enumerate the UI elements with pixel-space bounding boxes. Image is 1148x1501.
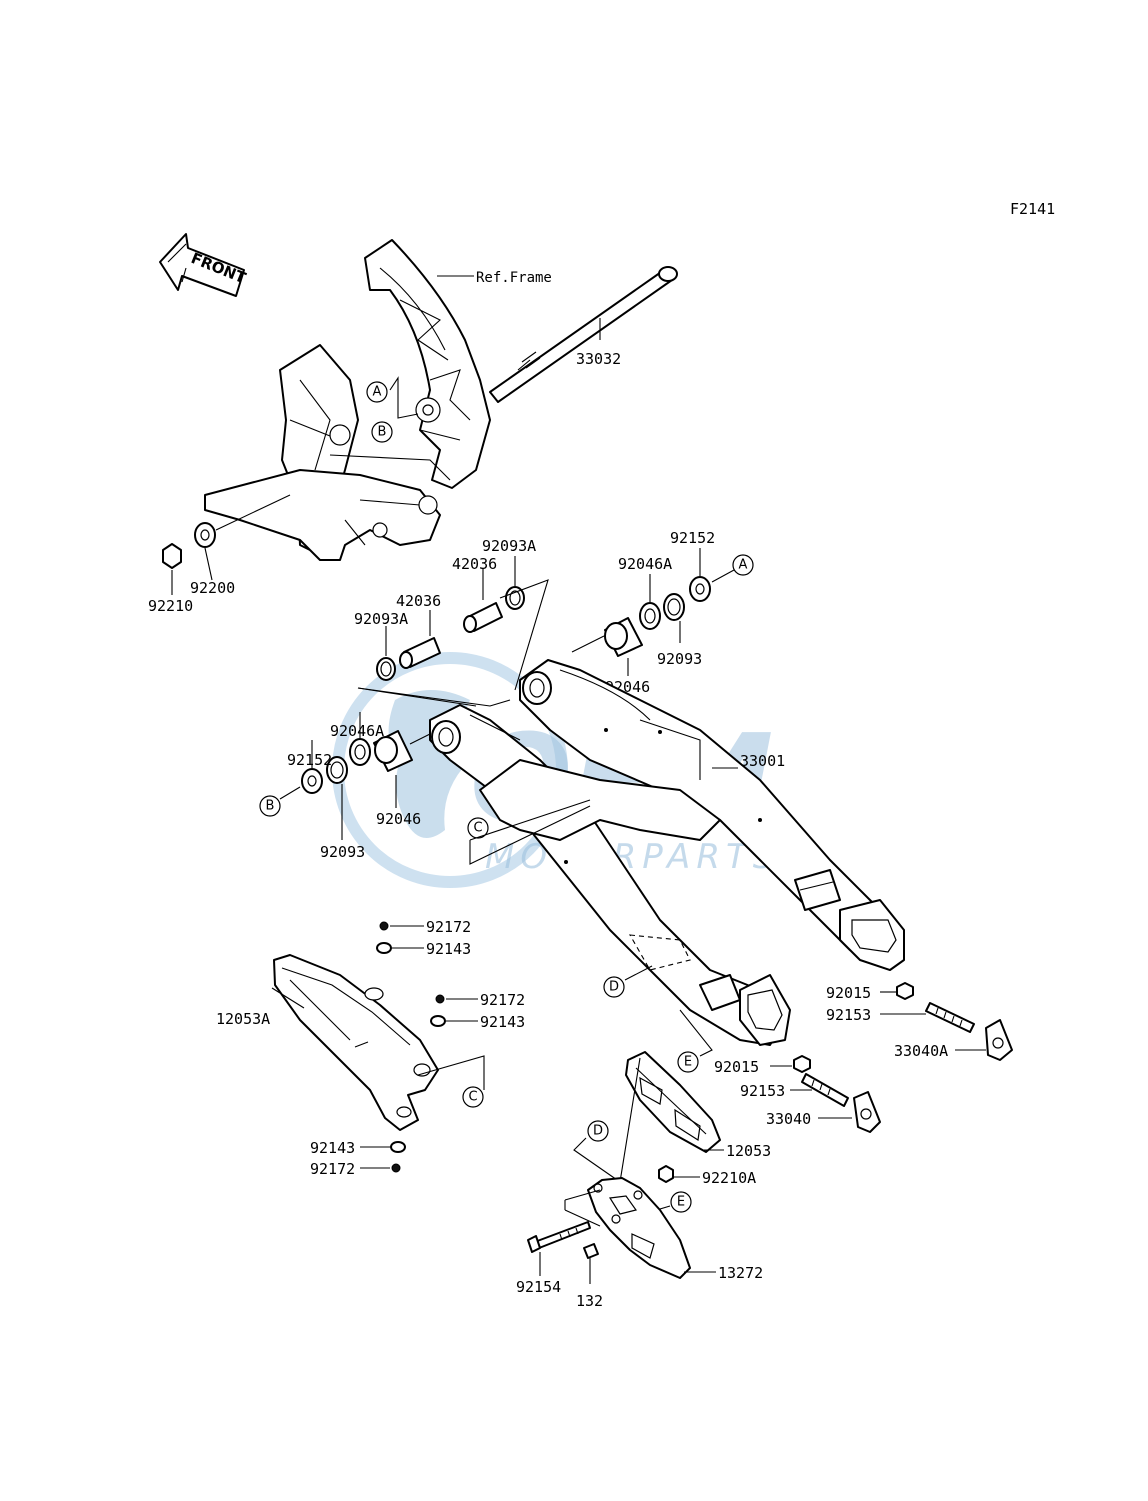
part-92172-b[interactable]: 92172 bbox=[480, 991, 525, 1009]
part-92152-a[interactable]: 92152 bbox=[670, 529, 715, 547]
part-92046-b[interactable]: 92046 bbox=[376, 810, 421, 828]
part-92172-c[interactable]: 92172 bbox=[310, 1160, 355, 1178]
part-92210A[interactable]: 92210A bbox=[702, 1169, 756, 1187]
part-33040[interactable]: 33040 bbox=[766, 1110, 811, 1128]
chain-slider-12053A[interactable] bbox=[273, 954, 439, 1131]
seal-92093A-b[interactable] bbox=[376, 657, 396, 681]
part-132[interactable]: 132 bbox=[576, 1292, 603, 1310]
part-12053A[interactable]: 12053A bbox=[216, 1010, 270, 1028]
washer-92152-b[interactable] bbox=[301, 768, 323, 794]
seal-92093-a[interactable] bbox=[663, 593, 685, 621]
part-13272[interactable]: 13272 bbox=[718, 1264, 763, 1282]
pivot-shaft[interactable] bbox=[489, 266, 678, 403]
part-92172-a[interactable]: 92172 bbox=[426, 918, 471, 936]
callout-A2: A bbox=[711, 554, 754, 583]
callout-C2: C bbox=[417, 1055, 485, 1108]
svg-text:D: D bbox=[609, 980, 619, 995]
part-92153-b[interactable]: 92153 bbox=[740, 1082, 785, 1100]
svg-text:E: E bbox=[684, 1055, 692, 1070]
part-92200[interactable]: 92200 bbox=[190, 579, 235, 597]
part-92093A-b[interactable]: 92093A bbox=[354, 610, 408, 628]
part-92046A-a[interactable]: 92046A bbox=[618, 555, 672, 573]
part-42036-b[interactable]: 42036 bbox=[396, 592, 441, 610]
swingarm[interactable] bbox=[429, 659, 905, 1046]
nut-92210A[interactable] bbox=[658, 1165, 674, 1183]
seal-92093-b[interactable] bbox=[326, 756, 348, 784]
chain-guide-12053[interactable] bbox=[625, 1051, 721, 1153]
part-42036-a[interactable]: 42036 bbox=[452, 555, 497, 573]
svg-text:B: B bbox=[378, 425, 387, 440]
part-92152-b[interactable]: 92152 bbox=[287, 751, 332, 769]
svg-text:B: B bbox=[266, 799, 275, 814]
callout-C1: C bbox=[467, 799, 591, 865]
diagram-id: F2141 bbox=[1010, 200, 1055, 218]
part-92046A-b[interactable]: 92046A bbox=[330, 722, 384, 740]
collar-42036-a[interactable] bbox=[463, 602, 503, 633]
screw-132[interactable] bbox=[583, 1243, 599, 1259]
seal-92046A-a[interactable] bbox=[639, 602, 661, 630]
bolt-92153-a[interactable] bbox=[925, 1002, 975, 1033]
part-92153-a[interactable]: 92153 bbox=[826, 1006, 871, 1024]
callout-B1: B bbox=[371, 421, 393, 443]
frame-reference bbox=[204, 239, 491, 561]
callout-A1: A bbox=[366, 376, 419, 419]
washer-92143-b[interactable] bbox=[430, 1015, 446, 1027]
nut-92015-b[interactable] bbox=[793, 1055, 811, 1073]
part-92015-b[interactable]: 92015 bbox=[714, 1058, 759, 1076]
screw-92172-b[interactable] bbox=[435, 994, 445, 1004]
screw-92172-a[interactable] bbox=[379, 921, 389, 931]
part-92143-a[interactable]: 92143 bbox=[426, 940, 471, 958]
part-92093-a[interactable]: 92093 bbox=[657, 650, 702, 668]
svg-text:C: C bbox=[468, 1090, 477, 1105]
chain-guard-13272[interactable] bbox=[587, 1177, 691, 1279]
bearing-92046-b[interactable] bbox=[373, 730, 413, 772]
svg-text:D: D bbox=[593, 1124, 603, 1139]
callout-B2: B bbox=[259, 786, 301, 817]
part-33040A[interactable]: 33040A bbox=[894, 1042, 948, 1060]
bolt-92154[interactable] bbox=[527, 1221, 591, 1253]
part-92143-c[interactable]: 92143 bbox=[310, 1139, 355, 1157]
washer-92143-c[interactable] bbox=[390, 1141, 406, 1153]
part-92015-a[interactable]: 92015 bbox=[826, 984, 871, 1002]
seal-92093A-a[interactable] bbox=[505, 586, 525, 610]
svg-text:E: E bbox=[677, 1195, 685, 1210]
callout-D2: D bbox=[573, 1057, 641, 1183]
seal-92046A-b[interactable] bbox=[349, 738, 371, 766]
adjuster-33040A[interactable] bbox=[985, 1019, 1013, 1061]
adjuster-33040[interactable] bbox=[853, 1091, 881, 1133]
nut-92210[interactable] bbox=[162, 543, 182, 569]
washer-92152-a[interactable] bbox=[689, 576, 711, 602]
part-92093A-a[interactable]: 92093A bbox=[482, 537, 536, 555]
part-12053[interactable]: 12053 bbox=[726, 1142, 771, 1160]
part-92143-b[interactable]: 92143 bbox=[480, 1013, 525, 1031]
svg-text:A: A bbox=[739, 558, 748, 573]
screw-92172-c[interactable] bbox=[391, 1163, 401, 1173]
bearing-92046-a[interactable] bbox=[604, 617, 643, 657]
part-92210[interactable]: 92210 bbox=[148, 597, 193, 615]
callout-E2: E bbox=[629, 1191, 692, 1219]
part-92154[interactable]: 92154 bbox=[516, 1278, 561, 1296]
svg-text:A: A bbox=[373, 385, 382, 400]
part-33032[interactable]: 33032 bbox=[576, 350, 621, 368]
ref-frame-label: Ref.Frame bbox=[476, 270, 552, 286]
washer-92200[interactable] bbox=[194, 522, 216, 548]
washer-92143-a[interactable] bbox=[376, 942, 392, 954]
part-33001[interactable]: 33001 bbox=[740, 752, 785, 770]
nut-92015-a[interactable] bbox=[896, 982, 914, 1000]
part-92093-b[interactable]: 92093 bbox=[320, 843, 365, 861]
callout-E1: E bbox=[677, 1009, 713, 1073]
watermark-sub: MOTORPARTS bbox=[485, 837, 780, 877]
front-arrow-icon: FRONT bbox=[159, 233, 249, 297]
collar-42036-b[interactable] bbox=[399, 637, 441, 669]
svg-text:C: C bbox=[473, 821, 482, 836]
bolt-92153-b[interactable] bbox=[801, 1073, 849, 1107]
callout-D1: D bbox=[603, 965, 653, 998]
